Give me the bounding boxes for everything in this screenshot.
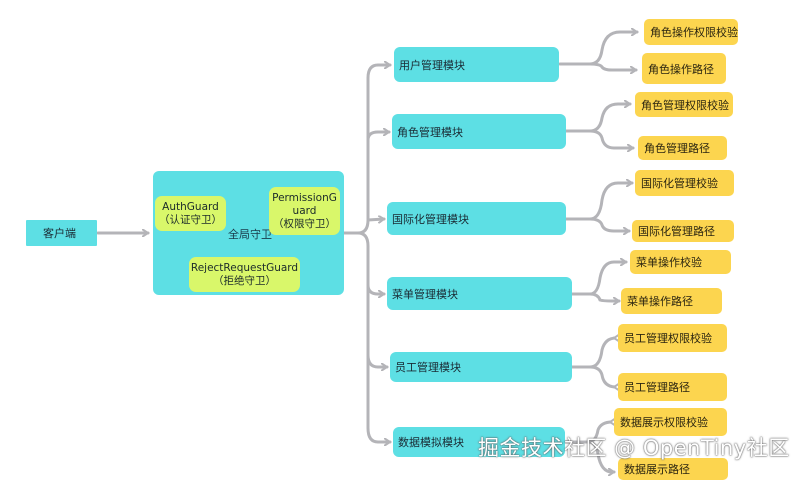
permission-guard-node[interactable]: PermissionG uard （权限守卫） [269, 187, 340, 235]
module-menu-management[interactable]: 菜单管理模块 [387, 277, 572, 310]
reject-guard-desc: （拒绝守卫） [213, 274, 276, 287]
leaf-label: 菜单操作路径 [627, 295, 693, 308]
leaf-label: 角色操作路径 [648, 62, 714, 76]
leaf-label: 数据展示路径 [624, 463, 690, 476]
leaf-label: 角色操作权限校验 [650, 26, 738, 39]
module-label: 角色管理模块 [397, 125, 463, 139]
leaf-menu-op-route[interactable]: 菜单操作路径 [621, 288, 722, 314]
leaf-label: 国际化管理校验 [641, 177, 718, 190]
auth-guard-desc: （认证守卫） [159, 213, 222, 226]
reject-request-guard-node[interactable]: RejectRequestGuard （拒绝守卫） [189, 257, 300, 292]
leaf-label: 国际化管理路径 [638, 225, 715, 238]
leaf-menu-op-check[interactable]: 菜单操作校验 [630, 250, 731, 274]
leaf-label: 员工管理权限校验 [624, 332, 712, 345]
leaf-role-mgmt-route[interactable]: 角色管理路径 [638, 136, 727, 160]
module-label: 国际化管理模块 [392, 212, 469, 226]
module-user-management[interactable]: 用户管理模块 [394, 47, 559, 82]
reject-guard-name: RejectRequestGuard [190, 261, 299, 274]
leaf-label: 菜单操作校验 [636, 256, 702, 269]
permission-guard-name-line2: uard [292, 204, 317, 217]
leaf-role-op-route[interactable]: 角色操作路径 [642, 53, 726, 84]
leaf-label: 角色管理路径 [644, 142, 710, 155]
client-label: 客户端 [43, 227, 76, 240]
watermark-text: 掘金技术社区 @ OpenTiny社区 [478, 436, 790, 460]
module-data-mock[interactable]: 数据模拟模块 [393, 427, 565, 457]
module-label: 员工管理模块 [395, 361, 461, 374]
leaf-role-op-permission-check[interactable]: 角色操作权限校验 [644, 19, 738, 45]
permission-guard-desc: （权限守卫） [273, 217, 336, 230]
module-employee-management[interactable]: 员工管理模块 [390, 352, 572, 382]
global-guard-label: 全局守卫 [228, 228, 272, 241]
module-label: 数据模拟模块 [398, 436, 464, 449]
auth-guard-node[interactable]: AuthGuard （认证守卫） [155, 196, 226, 231]
leaf-data-display-permission-check[interactable]: 数据展示权限校验 [614, 408, 727, 436]
leaf-employee-permission-check[interactable]: 员工管理权限校验 [618, 324, 727, 352]
permission-guard-name-line1: PermissionG [272, 191, 337, 204]
leaf-i18n-route[interactable]: 国际化管理路径 [632, 220, 734, 242]
leaf-employee-route[interactable]: 员工管理路径 [618, 373, 727, 401]
auth-guard-name: AuthGuard [162, 200, 219, 213]
leaf-i18n-check[interactable]: 国际化管理校验 [635, 170, 734, 196]
leaf-label: 角色管理权限校验 [641, 98, 729, 112]
leaf-role-mgmt-permission-check[interactable]: 角色管理权限校验 [635, 92, 733, 117]
leaf-label: 数据展示权限校验 [620, 416, 708, 429]
module-label: 用户管理模块 [399, 58, 465, 72]
module-role-management[interactable]: 角色管理模块 [392, 114, 566, 149]
module-i18n-management[interactable]: 国际化管理模块 [387, 202, 566, 235]
leaf-label: 员工管理路径 [624, 381, 690, 394]
leaf-data-display-route[interactable]: 数据展示路径 [618, 458, 728, 480]
client-node[interactable]: 客户端 [26, 220, 97, 246]
module-label: 菜单管理模块 [392, 287, 458, 301]
